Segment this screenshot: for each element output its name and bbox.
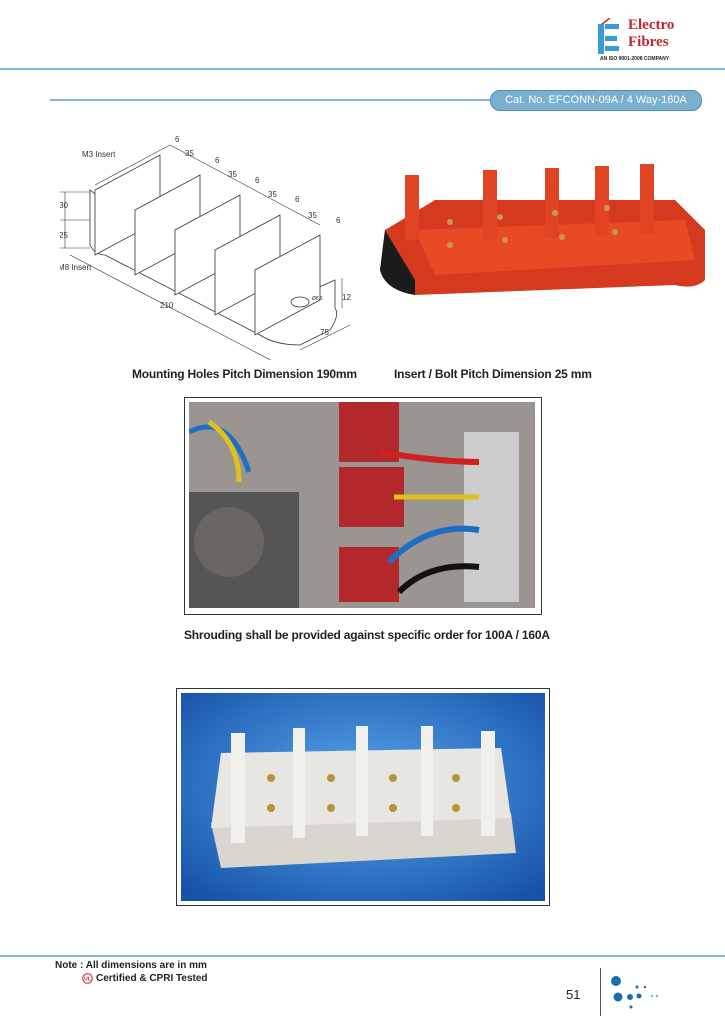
label-wall-6: 6 (336, 216, 341, 225)
label-wall-6: 6 (175, 135, 180, 144)
label-wall-6: 6 (255, 176, 260, 185)
red-connector-photo (380, 164, 705, 295)
label-length-210: 210 (160, 301, 174, 310)
label-hole-diameter: Ø8.5 (312, 296, 323, 302)
header-divider (0, 68, 725, 70)
label-m3-insert: M3 Insert (82, 150, 116, 159)
footer-divider (0, 955, 725, 957)
label-height-30: 30 (60, 201, 68, 210)
certification-line: UL Certified & CPRI Tested (82, 973, 208, 984)
label-pitch-35: 35 (185, 149, 194, 158)
certified-text: Certified & CPRI Tested (96, 973, 208, 984)
caption-shrouding: Shrouding shall be provided against spec… (184, 628, 550, 642)
decorative-dots-icon (611, 976, 658, 1009)
svg-text:UL: UL (84, 977, 91, 983)
label-wall-6: 6 (295, 195, 300, 204)
label-pitch-35: 35 (268, 190, 277, 199)
footer-vertical-rule (600, 968, 601, 1016)
label-width-75: 75 (320, 328, 329, 337)
company-logo: Electro Fibres AN ISO 9001-2008 COMPANY (598, 12, 708, 64)
logo-mark-icon (598, 18, 619, 54)
logo-tagline: AN ISO 9001-2008 COMPANY (600, 56, 670, 62)
ul-mark-icon: UL (82, 973, 93, 984)
label-base-12: 12 (342, 293, 351, 302)
caption-insert-pitch: Insert / Bolt Pitch Dimension 25 mm (394, 367, 592, 381)
label-height-25: 25 (60, 231, 68, 240)
label-m8-insert: M8 Insert (60, 263, 92, 272)
badge-rule (50, 99, 492, 101)
catalog-number-badge: Cat. No. EFCONN-09A / 4 Way-160A (490, 90, 702, 111)
installation-photo (184, 397, 542, 615)
technical-drawing: M3 Insert M8 Insert 30 25 210 75 12 Ø8.5… (60, 135, 351, 360)
label-pitch-35: 35 (308, 211, 317, 220)
label-wall-6: 6 (215, 156, 220, 165)
logo-text-fibres: Fibres (628, 34, 669, 50)
dimensions-note: Note : All dimensions are in mm (55, 960, 207, 971)
white-connector-photo (176, 688, 550, 906)
label-pitch-35: 35 (228, 170, 237, 179)
caption-mounting-pitch: Mounting Holes Pitch Dimension 190mm (132, 367, 357, 381)
logo-text-electro: Electro (628, 17, 675, 33)
page-number: 51 (566, 987, 581, 1002)
